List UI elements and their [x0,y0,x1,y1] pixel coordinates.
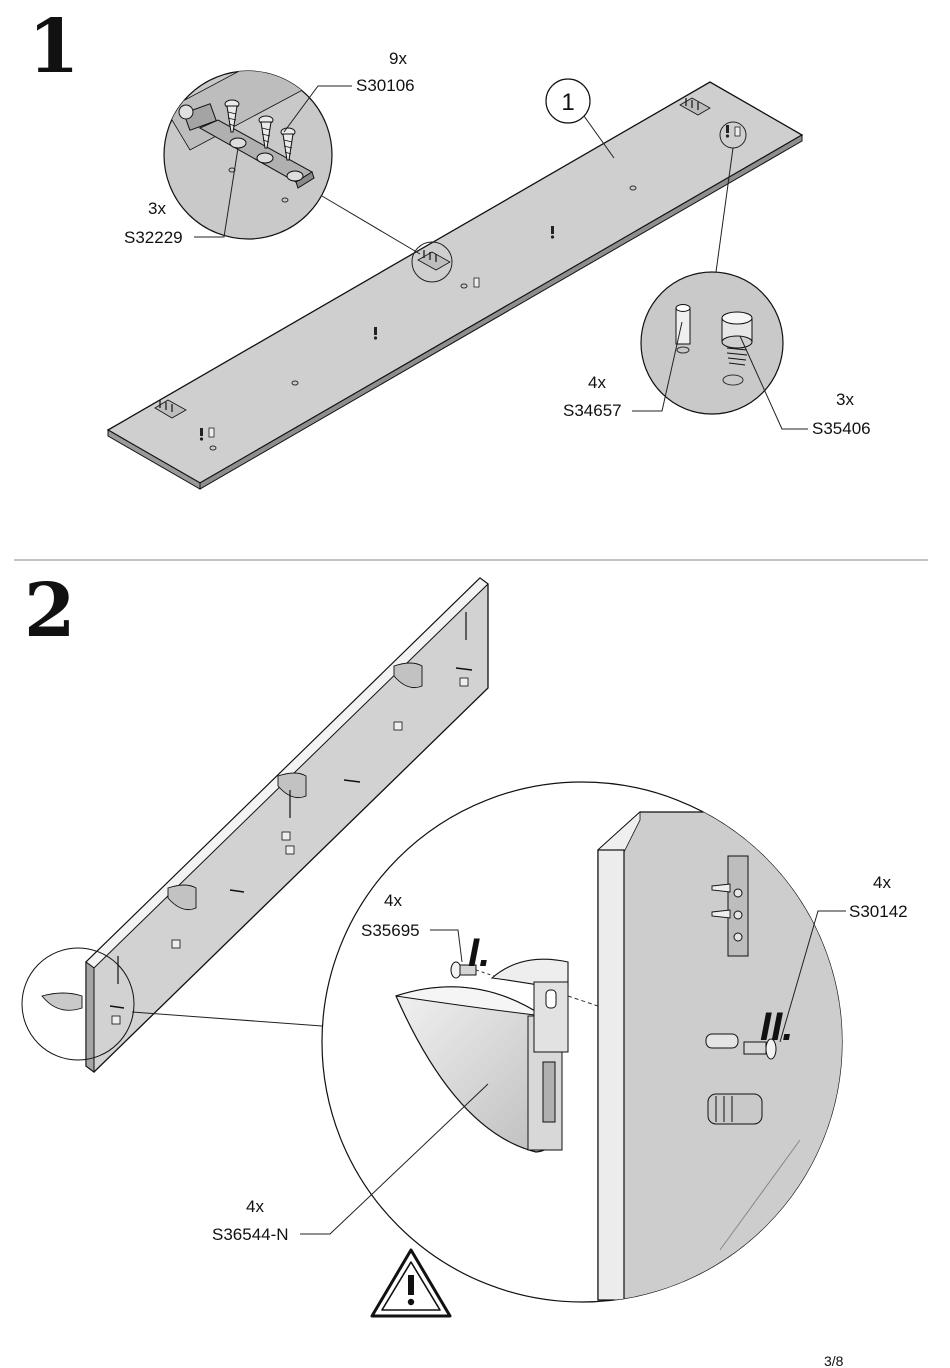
board-panel-1 [106,81,804,490]
callout-S32229: 3x S32229 [124,147,239,247]
svg-text:3x: 3x [148,199,166,218]
svg-text:S36544-N: S36544-N [212,1225,289,1244]
callout-S30106: 9x S30106 [283,49,415,133]
board-panel-2 [85,577,489,1073]
callout-S35695: 4x S35695 [361,891,463,963]
callout-S36544-N: 4x S36544-N [212,1083,489,1244]
svg-text:4x: 4x [588,373,606,392]
zoom-detail-shelf-support [321,781,843,1303]
svg-text:9x: 9x [389,49,407,68]
svg-text:1: 1 [561,89,574,116]
svg-text:S34657: S34657 [563,401,622,420]
callout-S35406: 3x S35406 [739,335,871,438]
svg-text:4x: 4x [246,1197,264,1216]
panel-number-badge: 1 [545,78,615,159]
step-1-number: 1 [28,4,80,90]
warning-triangle-icon [370,1248,452,1318]
zoom-detail-dowel-stud [640,147,784,415]
svg-text:4x: 4x [873,873,891,892]
svg-text:S30106: S30106 [356,76,415,95]
callout-S30142: 4x S30142 [779,873,908,1043]
page-number: 3/8 [824,1353,844,1368]
svg-text:4x: 4x [384,891,402,910]
stage-marker-I: I. [468,931,490,975]
svg-text:S30142: S30142 [849,902,908,921]
callout-S34657: 4x S34657 [563,321,683,420]
svg-text:S35695: S35695 [361,921,420,940]
stage-marker-II: II. [760,1005,793,1049]
svg-text:S32229: S32229 [124,228,183,247]
svg-text:S35406: S35406 [812,419,871,438]
svg-text:3x: 3x [836,390,854,409]
step-2-number: 2 [24,568,76,654]
zoom-origin-circle [21,947,323,1061]
